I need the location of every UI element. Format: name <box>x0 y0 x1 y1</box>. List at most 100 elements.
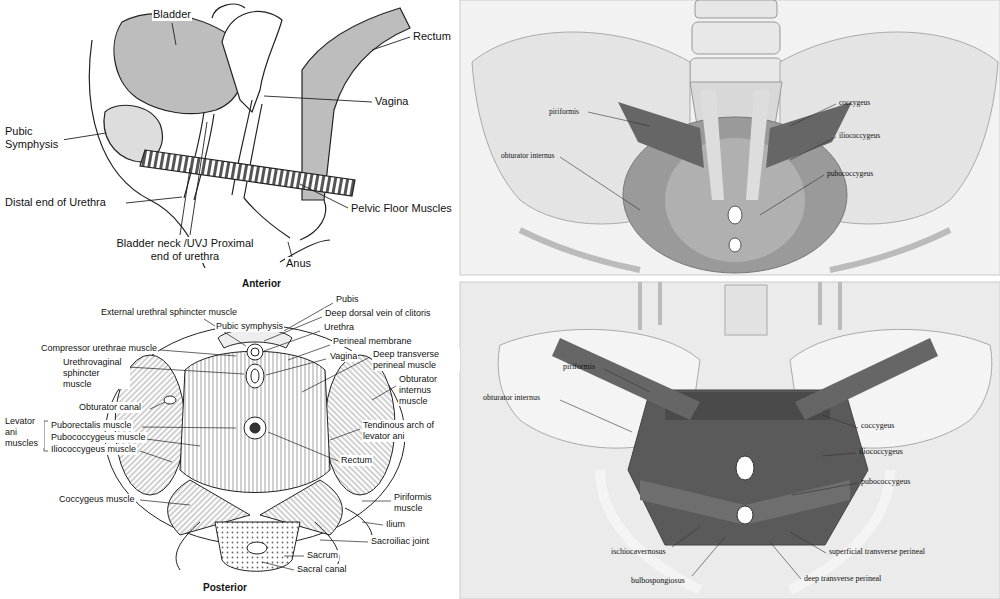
part-label: Obturator internus muscle <box>398 374 456 406</box>
view-label: Posterior <box>202 582 248 594</box>
leader-lines <box>190 122 207 235</box>
muscle-label: pubococcygeus <box>826 169 874 178</box>
part-label: Pubic symphysis <box>215 321 284 332</box>
pelvis-render-bottom <box>628 390 868 545</box>
muscle-label: iliococcygeus <box>838 131 881 140</box>
leader-lines <box>284 556 304 557</box>
leader-lines <box>792 483 858 495</box>
sagittal-section <box>302 8 410 200</box>
muscle-label: bulbospongiosus <box>630 576 686 586</box>
pelvic-floor-drawing <box>345 508 372 535</box>
pelvic-floor-drawing <box>105 325 405 545</box>
pelvic-floor-drawing <box>246 364 264 388</box>
leader-lines <box>822 415 858 428</box>
leader-lines <box>760 175 824 215</box>
part-label: Iliococcygeus muscle <box>50 444 137 455</box>
leader-lines <box>372 37 410 50</box>
pelvis-render-top <box>700 90 724 200</box>
pelvic-floor-drawing <box>176 522 200 570</box>
leader-lines <box>560 157 640 210</box>
muscle-label: obturator internus <box>482 393 541 403</box>
pelvis-render-top <box>460 0 1000 275</box>
leader-lines <box>44 421 48 451</box>
leader-lines <box>142 427 236 428</box>
part-label: Bladder neck /UVJ Proximal end of urethr… <box>108 237 262 263</box>
part-label: Rectum <box>340 455 373 466</box>
part-label: Pubic Symphysis <box>4 125 64 151</box>
leader-lines <box>822 453 856 456</box>
pelvic-floor-drawing <box>180 351 330 492</box>
leader-lines <box>126 197 182 203</box>
muscle-label: pubococcygeus <box>860 477 911 487</box>
part-label: Pelvic Floor Muscles <box>350 202 453 215</box>
leader-lines <box>320 540 368 542</box>
leader-lines <box>302 357 370 392</box>
part-label: Pubis <box>335 294 360 305</box>
pelvic-floor-drawing <box>247 344 263 360</box>
muscle-label: coccygeus <box>860 421 895 431</box>
part-label: External urethral sphincter muscle <box>100 307 238 318</box>
pelvic-floor-drawing <box>247 542 267 554</box>
pelvis-render-top <box>728 206 742 224</box>
part-label: Compressor urethrae muscle <box>40 343 158 354</box>
part-label: Rectum <box>412 30 452 43</box>
part-label: Piriformis muscle <box>393 492 455 514</box>
part-label: Tendinous arch of levator ani <box>362 420 456 442</box>
pelvic-floor-drawing <box>215 522 300 571</box>
part-label: Sacroiliac joint <box>370 536 430 547</box>
pelvis-render-bottom <box>460 282 1000 599</box>
part-label: Urethra <box>323 322 355 333</box>
pelvic-floor-drawing <box>164 396 176 404</box>
part-label: Deep dorsal vein of clitoris <box>324 308 432 319</box>
pelvis-render-top <box>830 230 950 270</box>
leader-lines <box>172 23 176 45</box>
part-label: Distal end of Urethra <box>4 196 107 209</box>
leader-lines <box>560 369 858 579</box>
leader-lines <box>790 104 836 126</box>
pelvic-floor-drawing <box>250 423 260 433</box>
leader-lines <box>330 429 360 440</box>
leader-lines <box>372 386 396 400</box>
leader-lines <box>588 112 650 126</box>
leader-lines <box>288 242 292 257</box>
part-label: Pubococcygeus muscle <box>50 432 147 443</box>
leader-lines <box>146 439 200 446</box>
leader-lines <box>790 532 826 553</box>
pelvis-render-bottom <box>725 285 767 335</box>
sagittal-section <box>89 4 410 268</box>
leader-lines <box>560 104 836 215</box>
leader-lines <box>288 345 330 360</box>
part-label: Vagina <box>329 351 358 362</box>
part-label: Urethrovaginal sphincter muscle <box>62 357 130 389</box>
leader-lines <box>264 331 320 351</box>
pelvis-render-bottom <box>640 480 850 525</box>
pelvic-floor-drawing <box>251 348 259 356</box>
pelvis-render-bottom <box>600 470 700 590</box>
pelvis-render-top <box>460 0 1000 275</box>
leader-lines <box>140 500 190 505</box>
part-label: Bladder <box>152 8 192 21</box>
leader-lines <box>268 432 338 461</box>
pelvis-render-top <box>746 90 770 200</box>
part-label: Sacrum <box>306 550 339 561</box>
leader-lines <box>604 369 650 392</box>
sagittal-section <box>244 198 290 238</box>
pelvis-render-bottom <box>737 506 753 524</box>
leader-lines <box>770 542 801 579</box>
pelvis-render-top <box>618 102 704 168</box>
leader-lines <box>150 402 165 409</box>
sagittal-section <box>140 150 355 196</box>
part-label: Deep transverse perineal muscle <box>372 349 460 371</box>
sagittal-section <box>114 14 244 114</box>
pelvic-floor-drawing <box>315 522 339 570</box>
leader-lines <box>672 527 700 547</box>
pelvic-floor-drawing <box>244 417 266 439</box>
leader-lines <box>362 501 391 502</box>
muscle-label: iliococcygeus <box>858 447 904 457</box>
leader-lines <box>300 184 348 208</box>
sagittal-section <box>212 4 245 18</box>
muscle-label: ischiocavernosus <box>610 547 667 557</box>
leader-lines <box>362 522 383 525</box>
pelvis-render-top <box>729 238 741 252</box>
pelvis-render-top <box>692 22 780 54</box>
